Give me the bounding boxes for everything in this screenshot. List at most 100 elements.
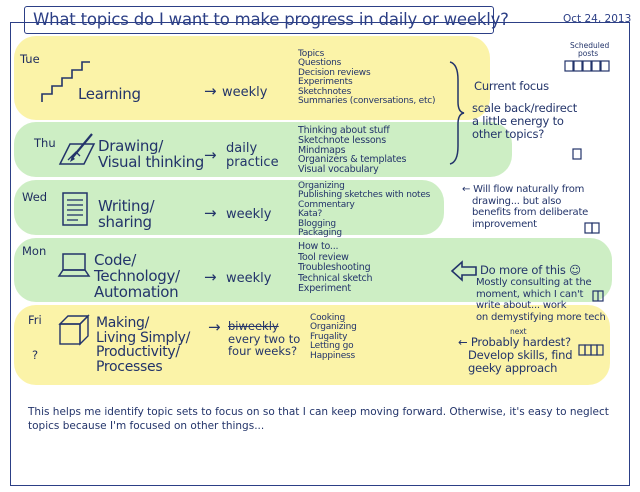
note-line: scale back/redirect <box>472 101 578 115</box>
day-label-fri: Fri <box>28 313 42 327</box>
frequency-line: daily <box>226 141 258 156</box>
laptop-icon <box>57 253 91 277</box>
note-line: improvement <box>472 218 537 230</box>
scheduled-posts-icon <box>564 60 610 72</box>
label-line: Drawing/ <box>98 137 164 155</box>
day-label-unknown: ? <box>32 348 39 362</box>
note-line: on demystifying more tech <box>476 311 606 323</box>
note-line: Develop skills, find <box>468 348 573 362</box>
note-writing: ← Will flow naturally from drawing... bu… <box>462 184 588 230</box>
arrow-glyph: → <box>208 318 221 336</box>
topics-learning: Topics Questions Decision reviews Experi… <box>298 49 436 106</box>
band-drawing <box>14 122 512 177</box>
note-scale-back: scale back/redirect a little energy to o… <box>472 102 577 141</box>
note-making: ← Probably hardest? Develop skills, find… <box>458 335 573 375</box>
topic-item: Organizers & templates <box>298 154 407 166</box>
topic-item: Decision reviews <box>298 67 371 78</box>
note-line: geeky approach <box>468 361 558 375</box>
note-code: Mostly consulting at the moment, which I… <box>476 277 606 323</box>
note-line: ← Will flow naturally from <box>462 184 585 195</box>
band-learning <box>14 36 490 120</box>
frequency-learning: weekly <box>222 86 267 100</box>
note-making-next: next <box>510 327 527 336</box>
topic-item: Sketchnotes <box>298 86 352 97</box>
day-label-tue: Tue <box>20 52 40 66</box>
note-current-focus: Current focus <box>474 79 549 93</box>
topic-item: Kata? <box>298 209 323 220</box>
topic-item: Blogging <box>298 218 336 229</box>
note-line: moment, which I can't <box>476 288 584 300</box>
arrow-glyph: → <box>204 82 217 100</box>
post-pair-icon <box>584 222 600 234</box>
label-line: Scheduled <box>570 41 610 50</box>
note-line: a little energy to <box>472 114 564 128</box>
frequency-line: weekly <box>222 85 268 100</box>
topic-item: Questions <box>298 58 342 69</box>
label-line: Automation <box>94 283 179 301</box>
topics-making: Cooking Organizing Frugality Letting go … <box>310 313 357 361</box>
curly-brace <box>449 61 465 165</box>
band-making <box>14 305 610 385</box>
page-frame <box>10 22 630 486</box>
note-line: Mostly consulting at the <box>476 277 592 288</box>
label-line: Processes <box>96 358 163 375</box>
post-flag-icon <box>592 290 604 302</box>
footer-text: This helps me identify topic sets to foc… <box>28 406 609 432</box>
label-line: Making/ <box>96 315 150 331</box>
topic-item: Commentary <box>298 199 355 210</box>
date-label: Oct 24, 2013 <box>563 13 632 25</box>
frequency-line: weekly <box>226 207 272 222</box>
frequency-line: every two to <box>228 331 301 346</box>
frequency-writing: weekly <box>226 208 271 222</box>
topic-item: Publishing sketches with notes <box>298 190 431 201</box>
frequency-struck: biweekly <box>228 319 279 333</box>
cube-icon <box>58 314 90 346</box>
note-line: other topics? <box>472 127 545 141</box>
topic-item: Sketchnote lessons <box>298 134 386 146</box>
arrow-glyph: → <box>204 146 217 164</box>
label-line: Writing/ <box>98 197 155 215</box>
label-line: Learning <box>78 85 141 103</box>
row-label-drawing: Drawing/ Visual thinking <box>98 138 204 170</box>
topic-item: Troubleshooting <box>298 262 371 273</box>
topic-item: Experiment <box>298 283 351 294</box>
band-writing <box>14 180 444 235</box>
row-label-code: Code/ Technology/ Automation <box>94 252 180 300</box>
topic-item: Packaging <box>298 228 342 239</box>
arrow-glyph: → <box>204 204 217 222</box>
topics-code: How to... Tool review Troubleshooting Te… <box>298 241 373 295</box>
note-line: drawing... but also <box>472 195 562 207</box>
row-label-learning: Learning <box>78 86 141 102</box>
frequency-drawing: daily practice <box>226 142 279 170</box>
scheduled-posts-label: Scheduled posts <box>570 42 609 57</box>
topic-item: Cooking <box>310 313 346 323</box>
topic-item: Technical sketch <box>298 272 373 284</box>
label-line: Technology/ <box>94 267 180 285</box>
post-row-icon <box>578 344 604 356</box>
frequency-line: practice <box>226 155 279 170</box>
hollow-arrow-icon <box>450 260 477 282</box>
topic-item: Organizing <box>310 322 357 333</box>
label-line: Code/ <box>94 251 136 269</box>
frequency-code: weekly <box>226 272 271 286</box>
frequency-line: four weeks? <box>228 344 298 358</box>
pen-drawing-icon <box>58 133 96 165</box>
topic-item: Visual vocabulary <box>298 164 379 176</box>
label-line: Visual thinking <box>98 153 204 171</box>
topic-item: Frugality <box>310 331 348 342</box>
note-line: benefits from deliberate <box>472 207 589 218</box>
frequency-line: weekly <box>226 271 272 286</box>
topic-item: Happiness <box>310 350 356 361</box>
label-line: posts <box>578 48 599 58</box>
single-post-icon <box>572 148 582 160</box>
day-label-wed: Wed <box>22 190 48 204</box>
arrow-glyph: → <box>204 268 217 286</box>
note-line: ← Probably hardest? <box>458 335 571 349</box>
band-code <box>14 238 612 302</box>
row-label-writing: Writing/ sharing <box>98 197 155 230</box>
day-label-thu: Thu <box>34 136 56 150</box>
document-icon <box>62 192 88 226</box>
topic-item: Mindmaps <box>298 144 346 156</box>
topic-item: Organizing <box>298 181 345 191</box>
